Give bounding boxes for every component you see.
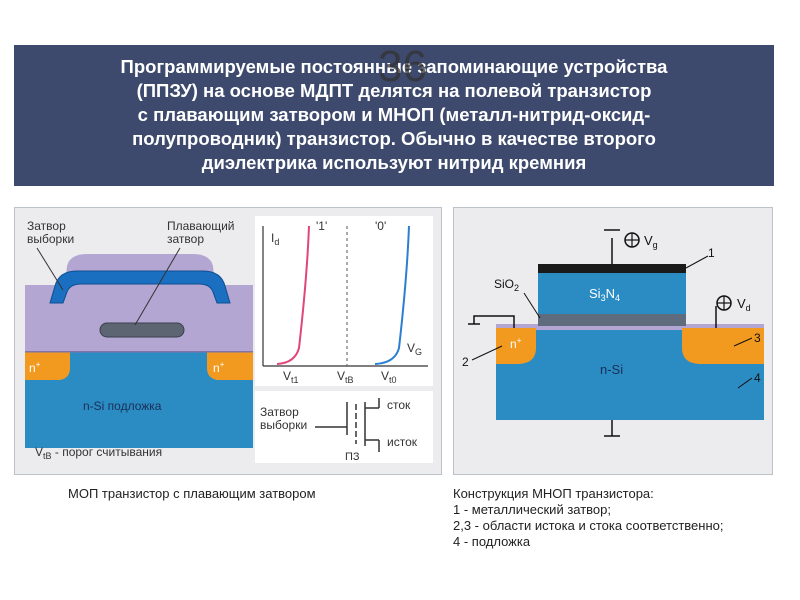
floating-gate-panel: n+ n+ n-Si подложка Затвор выборки Плава…	[14, 207, 442, 475]
callout-2: 2	[462, 355, 469, 369]
callout-4: 4	[754, 371, 761, 385]
select-gate	[49, 270, 231, 304]
title-line: диэлектрика используют нитрид кремния	[201, 152, 587, 173]
threshold-note: VtB - порог считывания	[35, 445, 162, 461]
ylabel: Id	[271, 231, 279, 247]
callout-4-leader	[737, 377, 753, 389]
symbol-source-label: исток	[387, 435, 418, 449]
symbol-fg-label: ПЗ	[345, 451, 360, 463]
right-caption: Конструкция МНОП транзистора: 1 - металл…	[453, 486, 724, 550]
substrate-label: n-Si подложка	[83, 399, 162, 413]
vg-label: Vg	[644, 233, 658, 250]
curve-state-1	[276, 225, 310, 365]
mnos-panel: Vg Vd Si3N4 SiO2 n+ n-Si 1 2 3 4	[453, 207, 773, 475]
metal-gate	[538, 264, 686, 273]
floating-gate-leader	[134, 247, 181, 326]
si3n4-layer	[538, 272, 686, 314]
symbol-gate-label: Затвор выборки	[260, 405, 307, 432]
state-1-label: '1'	[316, 219, 327, 233]
callout-3: 3	[754, 331, 761, 345]
title-line: полупроводник) транзистор. Обычно в каче…	[132, 128, 656, 149]
symbol-drain-label: сток	[387, 398, 411, 412]
source-wire	[473, 315, 515, 328]
slide-title: Программируемые постоянные запоминающие …	[14, 55, 774, 175]
oxide-under-gate	[538, 312, 686, 326]
floating-gate	[99, 322, 185, 338]
drain-n-plus	[207, 351, 253, 380]
callout-1-leader	[685, 255, 709, 269]
title-line: с плавающим затвором и МНОП (металл-нитр…	[137, 104, 651, 125]
select-gate-leader	[36, 247, 64, 291]
curve-state-0	[374, 225, 410, 365]
tick-vt1: Vt1	[283, 369, 299, 385]
tick-vt0: Vt0	[381, 369, 397, 385]
select-gate-label: Затвор выборки	[27, 219, 74, 246]
callout-2-leader	[471, 345, 503, 361]
left-caption: МОП транзистор с плавающим затвором	[68, 486, 316, 501]
title-line: (ППЗУ) на основе МДПТ делятся на полевой…	[136, 80, 652, 101]
state-0-label: '0'	[375, 219, 386, 233]
title-banner	[14, 45, 774, 186]
n-plus-label: n+	[510, 336, 522, 351]
sio2-leader	[523, 292, 541, 319]
sio2-layer	[496, 324, 764, 330]
source-n-plus	[496, 328, 536, 364]
caption-line: Конструкция МНОП транзистора:	[453, 486, 654, 501]
oxide-edge	[25, 351, 253, 353]
floating-gate-figure: n+ n+ n-Si подложка Затвор выборки Плава…	[25, 216, 433, 463]
slide-number: 36	[378, 42, 427, 91]
n-plus-right: n+	[213, 360, 225, 375]
sio2-label: SiO2	[494, 277, 519, 293]
mnos-figure: Vg Vd Si3N4 SiO2 n+ n-Si 1 2 3 4	[462, 229, 764, 437]
nsi-label: n-Si	[600, 362, 623, 377]
tick-vtb: VtB	[337, 369, 354, 385]
callout-3-leader	[733, 337, 753, 347]
vd-label: Vd	[737, 296, 751, 313]
drain-n-plus	[682, 328, 764, 364]
callout-1: 1	[708, 246, 715, 260]
xlabel: VG	[407, 341, 422, 357]
chart-area	[255, 216, 433, 386]
caption-line: 4 - подложка	[453, 534, 531, 549]
floating-gate-label: Плавающий затвор	[167, 219, 238, 246]
si3n4-label: Si3N4	[589, 286, 620, 303]
source-n-plus	[25, 351, 70, 380]
substrate-top	[25, 351, 253, 361]
caption-line: 1 - металлический затвор;	[453, 502, 612, 517]
title-line: Программируемые постоянные запоминающие …	[120, 56, 668, 77]
n-plus-left: n+	[29, 360, 41, 375]
caption-line: 2,3 - области истока и стока соответстве…	[453, 518, 724, 533]
